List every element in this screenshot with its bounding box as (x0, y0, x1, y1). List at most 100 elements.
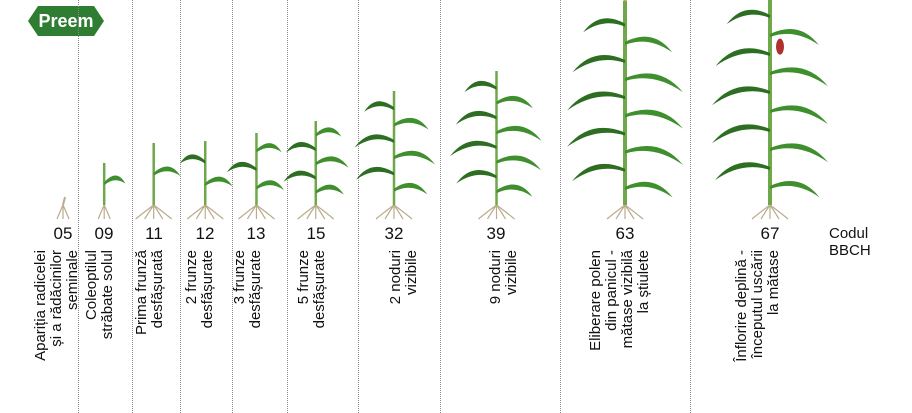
root (57, 205, 63, 219)
root (256, 205, 265, 219)
root (385, 205, 394, 219)
root (376, 205, 394, 219)
maize-plant-illustration (351, 85, 437, 223)
stage-description-line: la mătase (766, 250, 782, 362)
leaf (455, 111, 496, 125)
root (607, 205, 625, 219)
leaf (573, 55, 625, 72)
stage-description-line: 9 noduri (488, 250, 504, 304)
stage-description-line: vizibile (504, 250, 520, 304)
maize-plant-illustration (448, 65, 545, 223)
maize-plant-illustration (710, 0, 830, 223)
leaf (496, 155, 541, 170)
leaf (464, 81, 496, 92)
bbch-code: 11 (132, 224, 176, 244)
root (752, 205, 770, 219)
leaf (450, 141, 497, 156)
leaf (104, 176, 125, 186)
root (205, 205, 214, 219)
leaf (625, 182, 673, 198)
root (770, 205, 779, 219)
stage-separator (440, 0, 441, 413)
stage-description-line: 5 frunze (296, 250, 312, 328)
leaf (286, 142, 316, 152)
leaf (316, 156, 349, 167)
stage-description-line: desfășurate (200, 250, 216, 328)
root (625, 205, 643, 219)
leaf (256, 180, 283, 190)
bbch-code: 39 (474, 224, 518, 244)
bbch-code: 63 (603, 224, 647, 244)
leaf (625, 110, 683, 129)
leaf (456, 170, 496, 184)
root (761, 205, 770, 219)
root (247, 205, 256, 219)
leaf (583, 18, 625, 32)
stage-description-line: Înflorire deplină - (734, 250, 750, 362)
stage-description-line: începutul uscării (750, 250, 766, 362)
leaf (572, 164, 625, 181)
leaf (316, 127, 342, 136)
silk-ear (776, 39, 784, 55)
root (770, 205, 788, 219)
bbch-code: 15 (294, 224, 338, 244)
root (154, 205, 163, 219)
root (136, 205, 154, 219)
leaf (496, 96, 532, 108)
leaf (394, 183, 427, 194)
root (478, 205, 496, 219)
stage-description-line: Eliberare polen (588, 250, 604, 351)
leaf (625, 73, 683, 92)
root (394, 205, 412, 219)
bbch-code: 09 (82, 224, 126, 244)
bbch-code: 05 (41, 224, 85, 244)
leaf (496, 126, 541, 141)
stage-description-line: Prima frunză (134, 250, 150, 335)
badge-label: Preem (28, 6, 104, 36)
leaf (394, 118, 429, 130)
stage-description-line: desfășurată (150, 250, 166, 335)
leaf (364, 101, 394, 112)
root (205, 205, 223, 219)
leaf (770, 143, 828, 162)
leaf (567, 128, 625, 147)
root (63, 205, 69, 219)
tassel (620, 0, 630, 1)
root (196, 205, 205, 219)
leaf (180, 154, 205, 163)
stage-description-line: desfășurate (248, 250, 264, 328)
root (298, 205, 316, 219)
stage-description-line: Apariția radicelei (33, 250, 49, 361)
root (98, 205, 104, 219)
leaf (712, 86, 770, 105)
leaf (715, 162, 770, 180)
leaf (227, 162, 256, 172)
leaf (727, 10, 770, 24)
leaf (316, 185, 344, 195)
stage-description-line: desfășurate (312, 250, 328, 328)
maize-plant-illustration (43, 175, 83, 223)
stage-description-line: 2 noduri (388, 250, 404, 304)
stage-description-line: străbate solul (100, 250, 116, 339)
bbch-code: 32 (372, 224, 416, 244)
leaf (394, 151, 435, 165)
leaf (770, 67, 828, 86)
leaf (356, 167, 394, 180)
stage-description-line: 3 frunze (232, 250, 248, 328)
bbch-code-axis-label: Codul BBCH (829, 225, 912, 259)
root (394, 205, 403, 219)
root (145, 205, 154, 219)
maize-plant-illustration (225, 127, 288, 223)
root (256, 205, 274, 219)
root (154, 205, 172, 219)
stage-description-line: mătase vizibilă (620, 250, 636, 351)
leaf (770, 181, 819, 197)
stage-description-line: 2 frunze (184, 250, 200, 328)
leaf (715, 48, 770, 66)
root (316, 205, 334, 219)
root (316, 205, 325, 219)
stage-separator (560, 0, 561, 413)
stage-description-line: vizibile (404, 250, 420, 304)
root (496, 205, 505, 219)
